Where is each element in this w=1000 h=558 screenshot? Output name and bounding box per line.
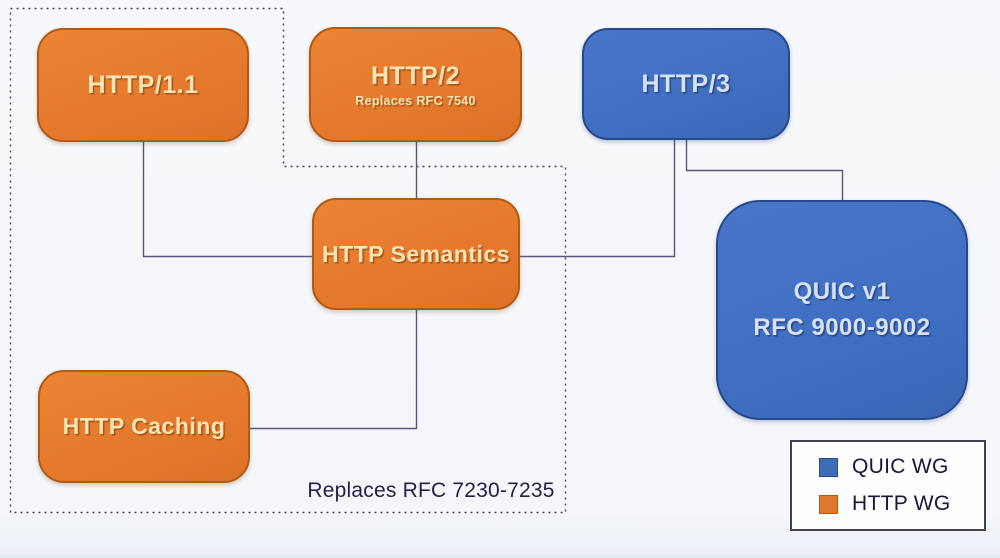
legend: QUIC WG HTTP WG bbox=[790, 440, 986, 531]
http-wg-dashed-boundary bbox=[9, 7, 567, 514]
edge-http3-semantics bbox=[520, 140, 676, 258]
node-http2-label: HTTP/2 bbox=[370, 61, 461, 90]
bottom-edge-shading bbox=[0, 555, 1000, 558]
node-http-semantics-label: HTTP Semantics bbox=[321, 240, 511, 267]
legend-item-http-wg: HTTP WG bbox=[819, 492, 984, 516]
node-http11-label: HTTP/1.1 bbox=[87, 70, 199, 99]
node-quic-v1-label: QUIC v1 bbox=[793, 278, 891, 305]
node-quic-v1: QUIC v1 RFC 9000-9002 bbox=[716, 200, 968, 420]
edge-semantics-caching bbox=[250, 310, 418, 430]
quic-wg-color-swatch-icon bbox=[819, 457, 838, 477]
node-http3: HTTP/3 bbox=[582, 28, 790, 140]
edge-http11-semantics bbox=[142, 142, 312, 258]
replaces-rfc-annotation: Replaces RFC 7230-7235 bbox=[307, 479, 555, 502]
edge-http3-quic bbox=[685, 140, 844, 200]
legend-item-quic-wg: QUIC WG bbox=[819, 455, 984, 479]
node-http-caching: HTTP Caching bbox=[38, 370, 250, 483]
node-http-caching-label: HTTP Caching bbox=[62, 413, 226, 439]
legend-label-quic-wg: QUIC WG bbox=[852, 455, 949, 478]
legend-label-http-wg: HTTP WG bbox=[852, 492, 951, 515]
node-http-semantics: HTTP Semantics bbox=[312, 198, 520, 310]
node-http11: HTTP/1.1 bbox=[37, 28, 249, 142]
node-quic-v1-sublabel: RFC 9000-9002 bbox=[753, 314, 931, 341]
node-http3-label: HTTP/3 bbox=[641, 69, 731, 98]
node-http2: HTTP/2 Replaces RFC 7540 bbox=[309, 27, 522, 142]
http-wg-color-swatch-icon bbox=[819, 494, 838, 514]
node-http2-sublabel: Replaces RFC 7540 bbox=[355, 93, 476, 108]
